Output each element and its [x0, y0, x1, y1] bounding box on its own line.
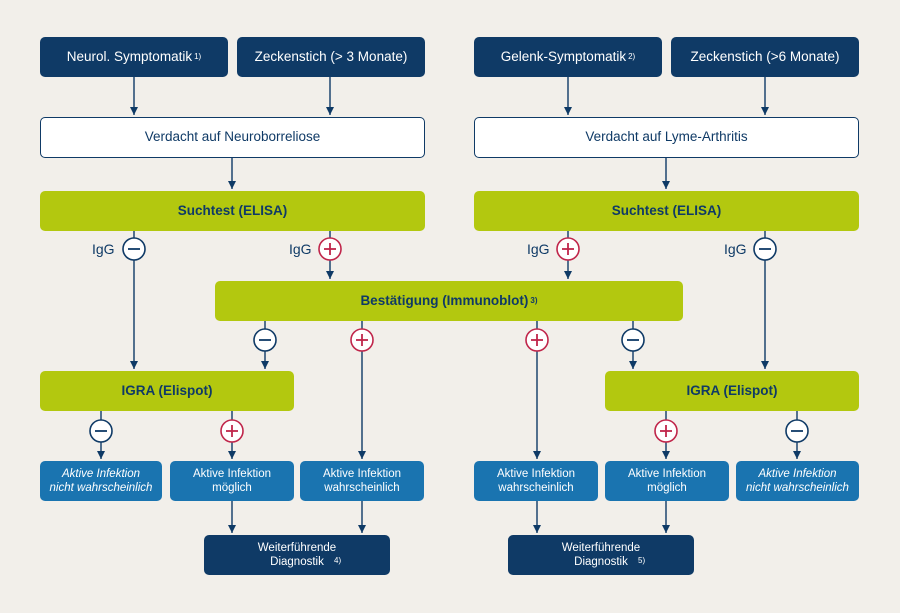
right-igra-label: IGRA (Elispot) — [686, 382, 778, 398]
left-igg-negative-label: IgG — [92, 241, 115, 257]
tick-bite-6m-label: Zeckenstich (>6 Monate) — [690, 48, 840, 64]
suspicion-lyme-arthritis-box: Verdacht auf Lyme-Arthritis — [474, 117, 859, 158]
right-screening-box: Suchtest (ELISA) — [474, 191, 859, 231]
left-igra-label: IGRA (Elispot) — [121, 382, 213, 398]
right-result-unlikely: Aktive Infektion nicht wahrscheinlich — [736, 461, 859, 501]
right-igg-negative-label: IgG — [724, 241, 747, 257]
footnote-5: 5) — [638, 556, 646, 565]
sign-markers — [89, 237, 809, 443]
left-igra-box: IGRA (Elispot) — [40, 371, 294, 411]
tick-bite-3m-box: Zeckenstich (> 3 Monate) — [237, 37, 425, 77]
left-igg-positive-icon — [318, 237, 342, 261]
right-igra-positive-icon — [654, 419, 678, 443]
right-result-possible: Aktive Infektion möglich — [605, 461, 729, 501]
footnote-1: 1) — [194, 52, 202, 61]
confirmation-box: Bestätigung (Immunoblot)3) — [215, 281, 683, 321]
left-screening-box: Suchtest (ELISA) — [40, 191, 425, 231]
left-result-possible: Aktive Infektion möglich — [170, 461, 294, 501]
right-igg-positive-icon — [556, 237, 580, 261]
left-igra-positive-icon — [220, 419, 244, 443]
joint-symptom-label: Gelenk-Symptomatik — [500, 48, 627, 64]
neuro-symptom-label: Neurol. Symptomatik — [66, 48, 193, 64]
right-igg-positive-label: IgG — [527, 241, 550, 257]
right-result-unlikely-label: Aktive Infektion nicht wahrscheinlich — [746, 467, 849, 494]
left-result-unlikely: Aktive Infektion nicht wahrscheinlich — [40, 461, 162, 501]
left-igg-positive-label: IgG — [289, 241, 312, 257]
left-igg-negative-icon — [122, 237, 146, 261]
right-result-likely-label: Aktive Infektion wahrscheinlich — [497, 467, 575, 494]
confirmation-label: Bestätigung (Immunoblot) — [360, 292, 529, 308]
suspicion-neuroborreliosis-box: Verdacht auf Neuroborreliose — [40, 117, 425, 158]
blot-positive-left-icon — [350, 328, 374, 352]
right-igra-box: IGRA (Elispot) — [605, 371, 859, 411]
tick-bite-6m-box: Zeckenstich (>6 Monate) — [671, 37, 859, 77]
blot-positive-right-icon — [525, 328, 549, 352]
left-screening-label: Suchtest (ELISA) — [177, 202, 288, 218]
left-result-likely-label: Aktive Infektion wahrscheinlich — [323, 467, 401, 494]
footnote-2: 2) — [628, 52, 636, 61]
footnote-4: 4) — [334, 556, 342, 565]
left-result-likely: Aktive Infektion wahrscheinlich — [300, 461, 424, 501]
right-result-likely: Aktive Infektion wahrscheinlich — [474, 461, 598, 501]
blot-negative-left-icon — [253, 328, 277, 352]
suspicion-lyme-arthritis-label: Verdacht auf Lyme-Arthritis — [585, 129, 748, 145]
left-result-possible-label: Aktive Infektion möglich — [193, 467, 271, 494]
right-further-diagnostics-label: Weiterführende Diagnostik — [561, 541, 641, 568]
left-further-diagnostics-label: Weiterführende Diagnostik — [257, 541, 337, 568]
footnote-3: 3) — [530, 296, 538, 305]
right-result-possible-label: Aktive Infektion möglich — [628, 467, 706, 494]
blot-negative-right-icon — [621, 328, 645, 352]
left-igra-negative-icon — [89, 419, 113, 443]
left-result-unlikely-label: Aktive Infektion nicht wahrscheinlich — [49, 467, 153, 494]
suspicion-neuroborreliosis-label: Verdacht auf Neuroborreliose — [144, 129, 321, 145]
right-igg-negative-icon — [753, 237, 777, 261]
right-igra-negative-icon — [785, 419, 809, 443]
right-screening-label: Suchtest (ELISA) — [611, 202, 722, 218]
tick-bite-3m-label: Zeckenstich (> 3 Monate) — [254, 48, 408, 64]
